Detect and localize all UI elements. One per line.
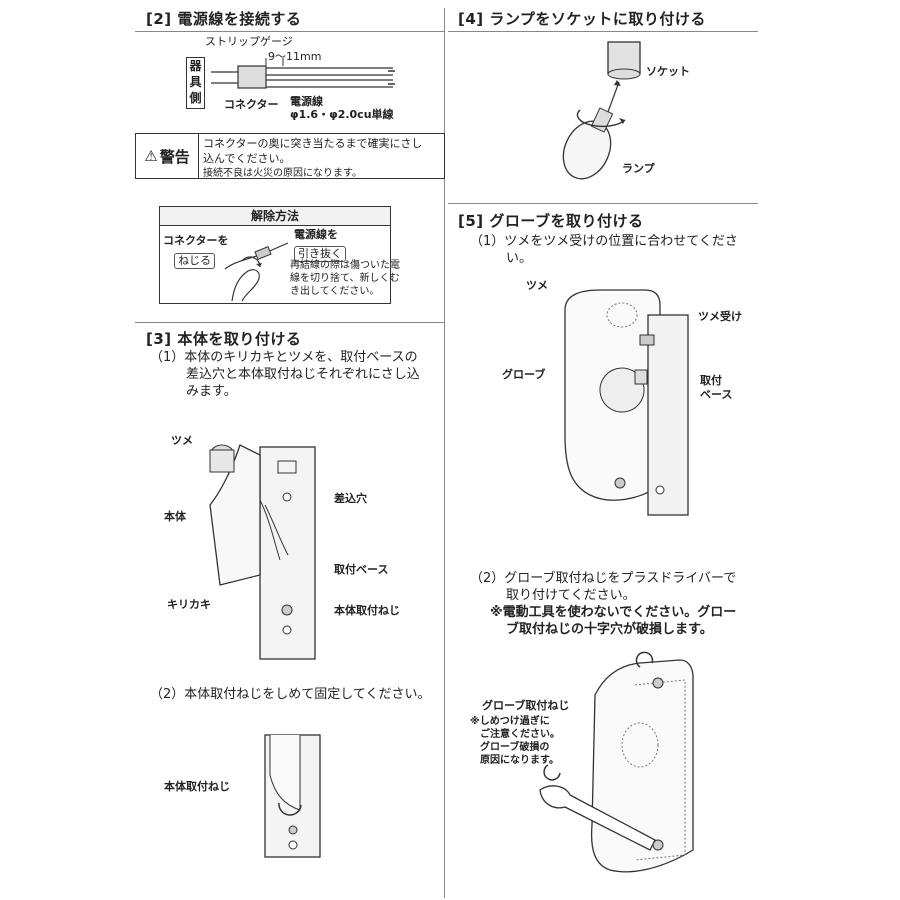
s5-caution-3: グローブ破損の	[480, 742, 550, 753]
globe-mounting-illustration	[564, 289, 689, 516]
device-side-char-2: 具	[189, 75, 202, 89]
release-title: 解除方法	[160, 207, 390, 226]
s3-label-kirikaki: キリカキ	[167, 598, 211, 611]
device-side-char-3: 側	[189, 91, 202, 105]
s5-step1-line2: い。	[506, 251, 533, 266]
wire-spec: φ1.6・φ2.0cu単線	[290, 108, 394, 121]
divider-s3	[135, 322, 444, 323]
release-note-1: 再結線の際は傷ついた電	[290, 260, 400, 271]
release-wire-label: 電源線を	[294, 228, 338, 241]
s3-step1-line2: 差込穴と本体取付ねじそれぞれにさし込	[186, 367, 420, 382]
release-pull-pill: 引き抜く	[294, 246, 346, 262]
section-3-heading: [3] 本体を取り付ける	[146, 330, 302, 348]
s5-caution-2: ご注意ください。	[480, 729, 560, 740]
divider-s5	[448, 203, 758, 204]
s4-label-socket: ソケット	[646, 65, 690, 78]
s5-caution-1: ※しめつけ過ぎに	[470, 716, 550, 727]
warning-line-2: 込んでください。	[203, 152, 291, 165]
s3-label-sashikomi: 差込穴	[334, 492, 367, 505]
warning-line-1: コネクターの奥に突き当たるまで確実にさし	[203, 137, 423, 150]
globe-screw-illustration	[539, 651, 694, 873]
divider-s4	[448, 31, 758, 32]
warning-line-3: 接続不良は火災の原因になります。	[203, 168, 362, 179]
strip-dimension: 9～11mm	[268, 50, 322, 63]
s3-label-hontai: 本体	[164, 510, 186, 523]
warning-box: ⚠ 警告 コネクターの奥に突き当たるまで確実にさし 込んでください。 接続不良は…	[135, 133, 445, 179]
s5-label-tsume: ツメ	[526, 279, 548, 292]
hand-twist-illustration	[224, 242, 289, 302]
release-note-3: き出してください。	[290, 286, 380, 297]
s5-step1-line1: （1）ツメをツメ受けの位置に合わせてくださ	[470, 234, 738, 249]
connector-diagram	[211, 58, 395, 89]
s5-label-base-1: 取付	[700, 374, 722, 387]
warning-label-cell: ⚠ 警告	[136, 134, 199, 178]
s3-label-base: 取付ベース	[334, 563, 389, 576]
s3-label-screw: 本体取付ねじ	[334, 604, 400, 617]
release-connector-label: コネクターを	[163, 234, 229, 247]
s3-label-tsume: ツメ	[171, 434, 193, 447]
s5-label-base-2: ベース	[700, 388, 733, 401]
s3-step1-line3: みます。	[186, 384, 237, 399]
s5-label-globe: グローブ	[502, 368, 546, 381]
section-2-heading: [2] 電源線を接続する	[146, 10, 302, 28]
release-method-box: 解除方法 コネクターを ねじる 電源線を 引き抜く 再結線の際は傷ついた電 線を…	[159, 206, 400, 304]
release-twist-pill: ねじる	[174, 253, 215, 269]
s5-step2-line2: 取り付けてください。	[506, 588, 636, 603]
s5-caution-4: 原因になります。	[480, 755, 559, 766]
column-divider	[444, 8, 445, 898]
body-screw-illustration	[264, 734, 321, 858]
section-4-heading: [4] ランプをソケットに取り付ける	[458, 10, 706, 28]
s5-note-line1: ※電動工具を使わないでください。グロー	[490, 605, 737, 620]
s5-label-globe-screw: グローブ取付ねじ	[482, 699, 570, 712]
strip-gauge-label: ストリップゲージ	[205, 35, 293, 48]
device-side-char-1: 器	[189, 59, 202, 73]
warning-icon: ⚠	[144, 147, 158, 165]
connector-label: コネクター	[224, 98, 279, 111]
s5-step2-line1: （2）グローブ取付ねじをプラスドライバーで	[470, 571, 737, 586]
warning-label: 警告	[159, 147, 190, 166]
s3-label-screw2: 本体取付ねじ	[164, 780, 230, 793]
release-note-2: 線を切り捨て、新しくむ	[290, 273, 400, 284]
section-5-heading: [5] グローブを取り付ける	[458, 212, 644, 230]
s3-step1-line1: （1）本体のキリカキとツメを、取付ベースの	[150, 350, 418, 365]
wire-label: 電源線	[290, 95, 323, 108]
s5-note-line2: ブ取付ねじの十字穴が破損します。	[506, 622, 713, 637]
s4-label-lamp: ランプ	[622, 162, 655, 175]
device-side-box: 器 具 側	[186, 57, 205, 109]
body-mounting-illustration	[209, 444, 316, 660]
divider-s2	[135, 31, 444, 32]
s5-label-tsumeuke: ツメ受け	[698, 310, 742, 323]
s3-step2: （2）本体取付ねじをしめて固定してください。	[150, 687, 431, 702]
lamp-socket-illustration	[562, 41, 641, 180]
